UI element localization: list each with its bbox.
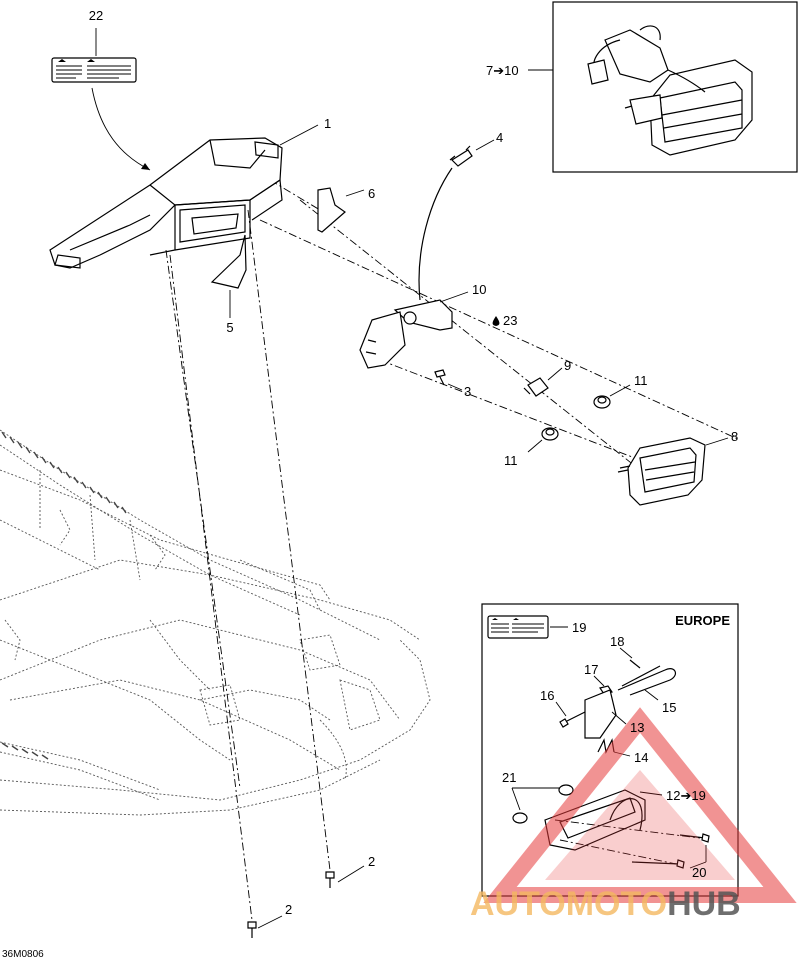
label-2-right: 2 [368,854,375,869]
inset-assembly-7-10 [528,1,798,173]
label-3: 3 [464,384,471,399]
side-cover-5 [210,234,247,318]
label-18: 18 [610,634,624,649]
lamp-8 [617,437,729,506]
diagram-code: 36M0806 [2,949,44,960]
grommet-11-lower [527,427,559,453]
label-2-left: 2 [285,902,292,917]
grommet-11-upper [593,384,631,409]
label-11-upper: 11 [634,373,648,388]
label-6: 6 [368,186,375,201]
label-11-lower: 11 [504,453,518,468]
watermark-part1: AUTOMOTO [470,885,667,923]
alignment-lines [165,179,741,921]
label-13: 13 [630,720,644,735]
label-22: 22 [89,8,103,23]
watermark-text: AUTOMOTOHUB [470,885,741,923]
bulb-9 [523,367,563,397]
bolt-2-right [325,865,365,888]
label-20: 20 [692,865,706,880]
callout-labels: 22 1 6 5 4 7➔10 10 23 3 9 11 11 8 2 2 EU… [2,8,741,960]
label-21: 21 [502,770,516,785]
label-10: 10 [472,282,486,297]
screw-3 [434,369,463,391]
label-12-19: 12➔19 [666,788,706,803]
clip-4 [418,139,495,301]
label-16: 16 [540,688,554,703]
headlight-housing-1 [49,124,319,269]
drop-icon [492,316,500,326]
watermark-logo [483,707,797,903]
inset-title: EUROPE [675,613,730,628]
label-17: 17 [584,662,598,677]
label-15: 15 [662,700,676,715]
headlight-bracket-10 [359,291,469,369]
label-1: 1 [324,116,331,131]
bolt-2-left [247,915,283,938]
label-14: 14 [634,750,648,765]
vehicle-frame [0,429,431,816]
label-8: 8 [731,429,738,444]
side-cover-6 [317,187,365,233]
label-19: 19 [572,620,586,635]
watermark-part2: HUB [667,885,741,923]
svg-text:23: 23 [503,313,517,328]
label-5: 5 [226,320,233,335]
label-7-10: 7➔10 [486,63,519,78]
label-9: 9 [564,358,571,373]
label-4: 4 [496,130,503,145]
warning-label-22 [51,28,151,171]
label-23: 23 [492,313,517,328]
inset-europe [481,603,739,897]
